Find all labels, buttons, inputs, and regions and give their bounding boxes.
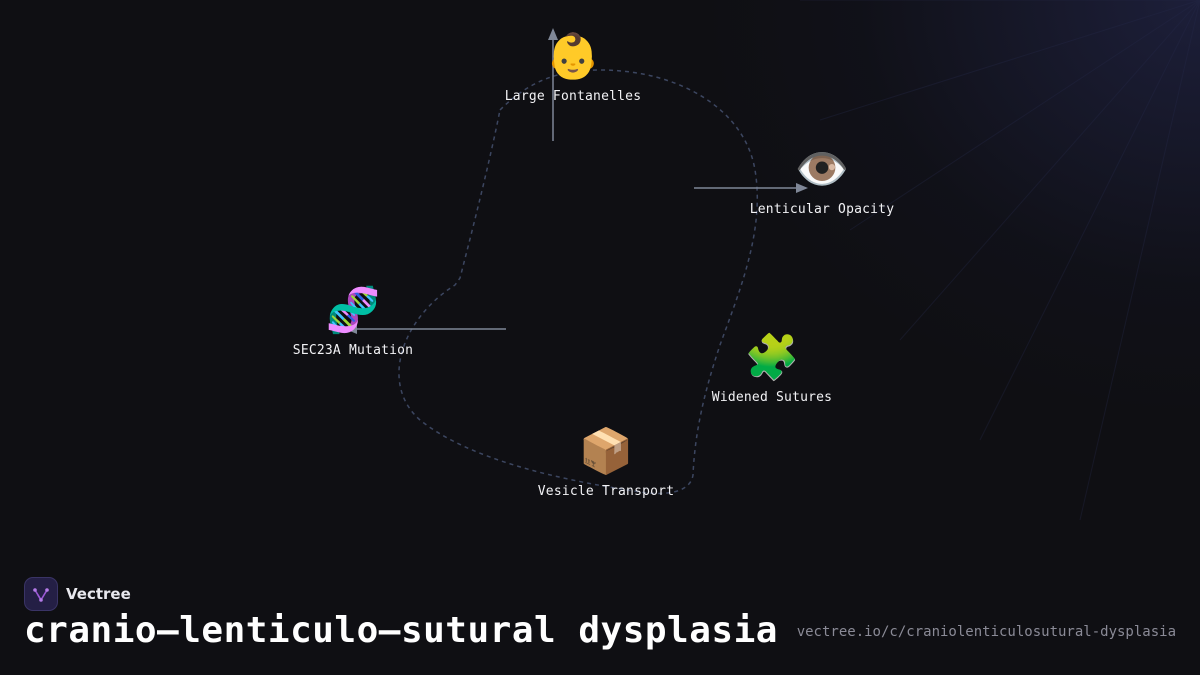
page-url[interactable]: vectree.io/c/craniolenticulosutural-dysp… [796, 624, 1176, 640]
puzzle-piece-icon: 🧩 [744, 332, 800, 383]
page-title: cranio–lenticulo–sutural dysplasia [24, 610, 778, 651]
concept-diagram: 👶 Large Fontanelles 👁️ Lenticular Opacit… [292, 28, 895, 500]
brand-name: Vectree [66, 585, 131, 603]
node-label: Lenticular Opacity [749, 202, 895, 217]
node-label: Widened Sutures [711, 390, 833, 405]
diagram-connectors [345, 28, 808, 495]
node-vesicle-transport[interactable]: 📦 Vesicle Transport [537, 426, 675, 500]
package-icon: 📦 [578, 426, 634, 477]
eye-icon: 👁️ [794, 144, 850, 195]
node-lenticular-opacity[interactable]: 👁️ Lenticular Opacity [749, 144, 895, 218]
brand[interactable]: Vectree [24, 577, 131, 611]
baby-icon: 👶 [545, 31, 601, 82]
node-label: Large Fontanelles [504, 89, 642, 104]
vectree-logo-icon [24, 577, 58, 611]
node-large-fontanelles[interactable]: 👶 Large Fontanelles [504, 31, 642, 105]
node-label: SEC23A Mutation [292, 343, 414, 358]
dashed-cluster-outline [398, 69, 759, 495]
node-widened-sutures[interactable]: 🧩 Widened Sutures [711, 332, 833, 406]
node-label: Vesicle Transport [537, 484, 675, 499]
dna-icon: 🧬 [325, 285, 381, 336]
node-sec23a-mutation[interactable]: 🧬 SEC23A Mutation [292, 285, 414, 359]
